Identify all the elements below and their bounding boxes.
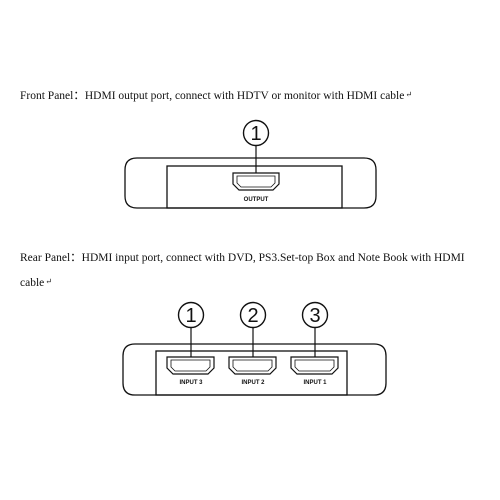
- paragraph-mark-icon: ↵: [45, 277, 52, 286]
- rear-panel-description-line2: cable: [20, 277, 45, 289]
- rear-callout-number-2: 2: [247, 305, 258, 327]
- front-panel-caption: Front Panel：HDMI output port, connect wi…: [20, 87, 412, 103]
- rear-callout-number-3: 3: [309, 305, 320, 327]
- rear-panel-label: Rear Panel：: [20, 252, 82, 264]
- front-callout: 1: [242, 119, 270, 173]
- rear-callout-number-1: 1: [185, 305, 196, 327]
- hdmi-input-port-3: [166, 356, 215, 375]
- rear-panel-description-line1: HDMI input port, connect with DVD, PS3.S…: [81, 252, 465, 264]
- rear-panel-caption-line1: Rear Panel：HDMI input port, connect with…: [20, 249, 465, 265]
- front-panel-label: Front Panel：: [20, 90, 85, 102]
- rear-callout-3: 3: [301, 301, 329, 357]
- output-port-label: OUTPUT: [244, 197, 269, 203]
- hdmi-output-port: [232, 172, 280, 191]
- hdmi-input-port-1: [290, 356, 339, 375]
- front-callout-number: 1: [250, 123, 261, 145]
- rear-callout-2: 2: [239, 301, 267, 357]
- hdmi-input-port-2: [228, 356, 277, 375]
- input-1-port-label: INPUT 1: [303, 380, 327, 386]
- input-2-port-label: INPUT 2: [241, 380, 265, 386]
- front-panel-device: [124, 157, 377, 209]
- rear-panel-device: [122, 343, 387, 396]
- front-panel-description: HDMI output port, connect with HDTV or m…: [84, 90, 405, 102]
- rear-panel-caption-line2: cable↵: [20, 277, 52, 289]
- input-3-port-label: INPUT 3: [179, 380, 203, 386]
- paragraph-mark-icon: ↵: [405, 90, 413, 99]
- rear-callout-1: 1: [177, 301, 205, 357]
